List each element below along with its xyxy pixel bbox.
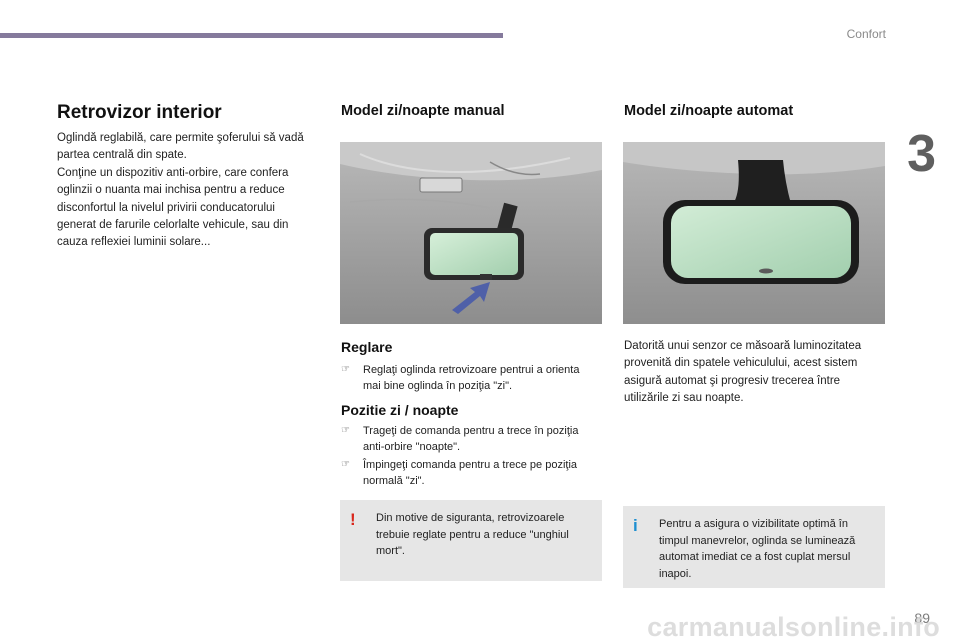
list-item-text: Reglaţi oglinda retrovizoare pentrui a o… [363,364,580,392]
warning-icon: ! [350,510,356,529]
page-number: 89 [914,610,930,626]
page-title: Retrovizor interior [57,102,222,123]
list-item-text: Împingeţi comanda pentru a trece pe pozi… [363,459,578,487]
manual-mirror-illustration [340,142,602,324]
warning-text: Din motive de siguranta, retrovizoarele … [376,512,569,557]
chapter-number: 3 [907,125,936,183]
info-note: i Pentru a asigura o vizibilitate optimă… [623,506,885,588]
pointer-icon: ☞ [341,459,350,470]
reglare-title: Reglare [341,339,393,355]
pointer-icon: ☞ [341,364,350,375]
intro-paragraph: Oglindă reglabilă, care permite şoferulu… [57,132,304,162]
list-item: ☞ Reglaţi oglinda retrovizoare pentrui a … [341,362,599,394]
pointer-icon: ☞ [341,425,350,436]
info-text: Pentru a asigura o vizibilitate optimă î… [659,518,856,580]
section-title: Confort [846,27,886,41]
auto-title: Model zi/noapte automat [624,103,794,119]
reglare-list: ☞ Reglaţi oglinda retrovizoare pentrui a … [341,362,599,396]
intro-text: Oglindă reglabilă, care permite şoferulu… [57,130,317,252]
info-icon: i [633,516,638,535]
manual-title: Model zi/noapte manual [341,103,505,119]
watermark: carmanualsonline.info [647,612,940,642]
auto-mirror-illustration [623,142,885,324]
header-bar [0,33,503,38]
pozitie-list: ☞ Trageţi de comanda pentru a trece în po… [341,423,599,491]
list-item: ☞ Împingeţi comanda pentru a trece pe poz… [341,457,599,489]
warning-note: ! Din motive de siguranta, retrovizoarel… [340,500,602,581]
intro-paragraph: Conţine un dispozitiv anti-orbire, care … [57,166,289,249]
list-item-text: Trageţi de comanda pentru a trece în poz… [363,425,579,453]
pozitie-title: Pozitie zi / noapte [341,402,459,418]
auto-description: Datorită unui senzor ce măsoară luminozi… [624,340,862,404]
list-item: ☞ Trageţi de comanda pentru a trece în po… [341,423,599,455]
